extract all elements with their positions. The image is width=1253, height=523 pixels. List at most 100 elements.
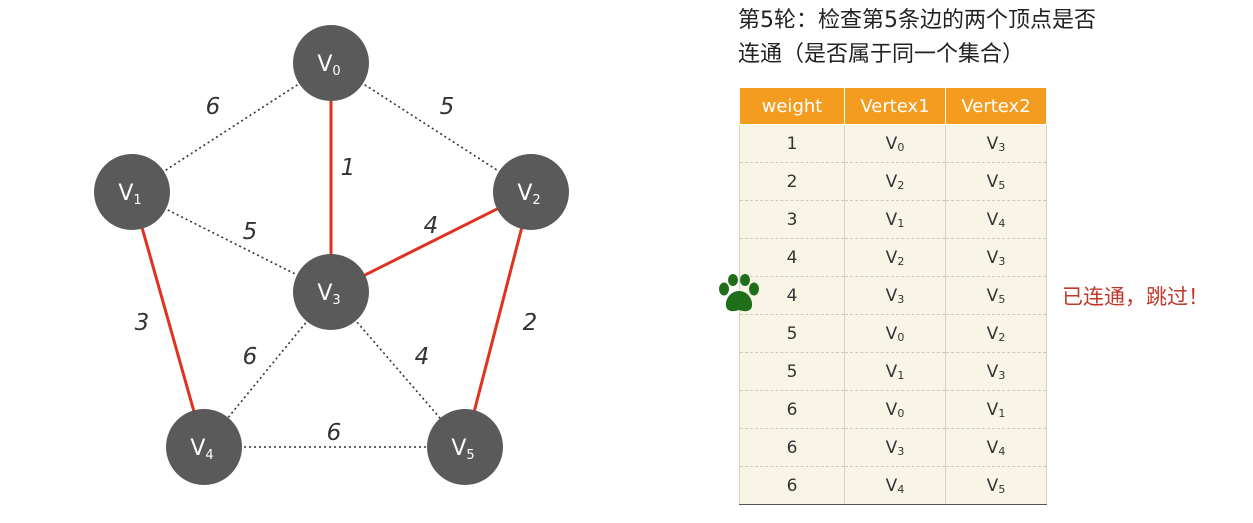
vertex-letter: V	[986, 209, 999, 230]
vertex-letter: V	[986, 399, 999, 420]
cell-weight: 6	[739, 390, 845, 429]
cell-vertex2: V2	[945, 314, 1047, 353]
vertex-index: 0	[897, 406, 905, 420]
vertex-letter: V	[986, 475, 999, 496]
vertex-letter: V	[885, 209, 898, 230]
cell-weight: 1	[739, 124, 845, 163]
vertex-index: 5	[998, 482, 1006, 496]
cell-vertex1: V0	[844, 124, 946, 163]
edge-v1-v4	[130, 191, 206, 448]
cell-vertex2: V4	[945, 428, 1047, 467]
edge-weight-label: 6	[206, 94, 221, 120]
cell-vertex2: V5	[945, 162, 1047, 201]
paw-icon	[719, 274, 759, 312]
vertex-letter: V	[986, 247, 999, 268]
cell-vertex1: V1	[844, 200, 946, 239]
vertex-circle	[293, 254, 369, 330]
vertex-index: 3	[998, 254, 1006, 268]
vertex-index: 4	[998, 216, 1006, 230]
vertex-circle	[493, 154, 569, 230]
cell-weight: 5	[739, 352, 845, 391]
vertex-letter: V	[986, 323, 999, 344]
vertex-index: 3	[998, 368, 1006, 382]
vertex-letter: V	[986, 361, 999, 382]
vertex-letter: V	[317, 281, 332, 306]
edge-weight-label: 2	[523, 310, 538, 336]
vertex-letter: V	[885, 323, 898, 344]
vertex-letter: V	[517, 181, 532, 206]
edge-weight-label: 4	[415, 344, 430, 370]
edge-weight-label: 3	[135, 310, 150, 336]
cell-vertex2: V5	[945, 466, 1047, 505]
vertex-node-v0: V0	[293, 25, 369, 101]
cell-vertex1: V3	[844, 276, 946, 315]
header-vertex1: Vertex1	[844, 87, 946, 125]
vertex-letter: V	[451, 436, 466, 461]
vertex-index: 2	[897, 254, 905, 268]
vertex-index: 1	[897, 216, 905, 230]
vertex-letter: V	[885, 247, 898, 268]
vertex-index: 0	[332, 64, 340, 79]
cell-vertex1: V2	[844, 238, 946, 277]
round-title: 第5轮：检查第5条边的两个顶点是否 连通（是否属于同一个集合）	[738, 4, 1198, 72]
vertex-letter: V	[885, 133, 898, 154]
vertex-index: 0	[897, 330, 905, 344]
vertex-index: 3	[998, 140, 1006, 154]
vertex-label: V1	[118, 181, 141, 208]
vertex-letter: V	[885, 437, 898, 458]
cell-weight: 4	[739, 276, 845, 315]
vertex-index: 3	[897, 444, 905, 458]
cell-vertex1: V0	[844, 314, 946, 353]
vertex-letter: V	[885, 285, 898, 306]
vertex-index: 1	[897, 368, 905, 382]
vertex-letter: V	[885, 399, 898, 420]
vertex-circle	[94, 154, 170, 230]
vertex-letter: V	[885, 361, 898, 382]
edge-weight-label: 6	[327, 420, 342, 446]
vertex-letter: V	[885, 475, 898, 496]
title-line-1: 第5轮：检查第5条边的两个顶点是否	[738, 8, 1096, 33]
vertex-letter: V	[118, 181, 133, 206]
cell-vertex2: V3	[945, 238, 1047, 277]
cell-vertex1: V2	[844, 162, 946, 201]
vertex-node-v3: V3	[293, 254, 369, 330]
vertex-label: V5	[451, 436, 474, 463]
table-header-row: weight Vertex1 Vertex2	[739, 87, 1047, 125]
vertex-label: V2	[517, 181, 540, 208]
vertex-circle	[166, 409, 242, 485]
vertex-circle	[427, 409, 503, 485]
edge-v2-v5	[463, 191, 533, 448]
cell-vertex1: V4	[844, 466, 946, 505]
vertex-node-v1: V1	[94, 154, 170, 230]
cell-weight: 6	[739, 428, 845, 467]
cell-vertex2: V3	[945, 124, 1047, 163]
vertex-index: 1	[133, 193, 141, 208]
vertex-label: V3	[317, 281, 340, 308]
table-row: 6 V3 V4	[739, 428, 1047, 467]
cell-weight: 3	[739, 200, 845, 239]
status-note: 已连通，跳过！	[1062, 285, 1209, 309]
cell-vertex2: V4	[945, 200, 1047, 239]
edge-weight-label: 6	[243, 344, 258, 370]
edge-weight-label: 4	[424, 213, 439, 239]
cell-weight: 2	[739, 162, 845, 201]
vertex-index: 5	[998, 178, 1006, 192]
vertex-letter: V	[986, 171, 999, 192]
vertex-circle	[293, 25, 369, 101]
cell-vertex2: V1	[945, 390, 1047, 429]
edge-weight-label: 1	[341, 155, 356, 181]
vertex-letter: V	[986, 133, 999, 154]
vertex-node-v2: V2	[493, 154, 569, 230]
vertex-index: 2	[532, 193, 540, 208]
vertex-index: 5	[466, 448, 474, 463]
vertex-label: V4	[190, 436, 213, 463]
